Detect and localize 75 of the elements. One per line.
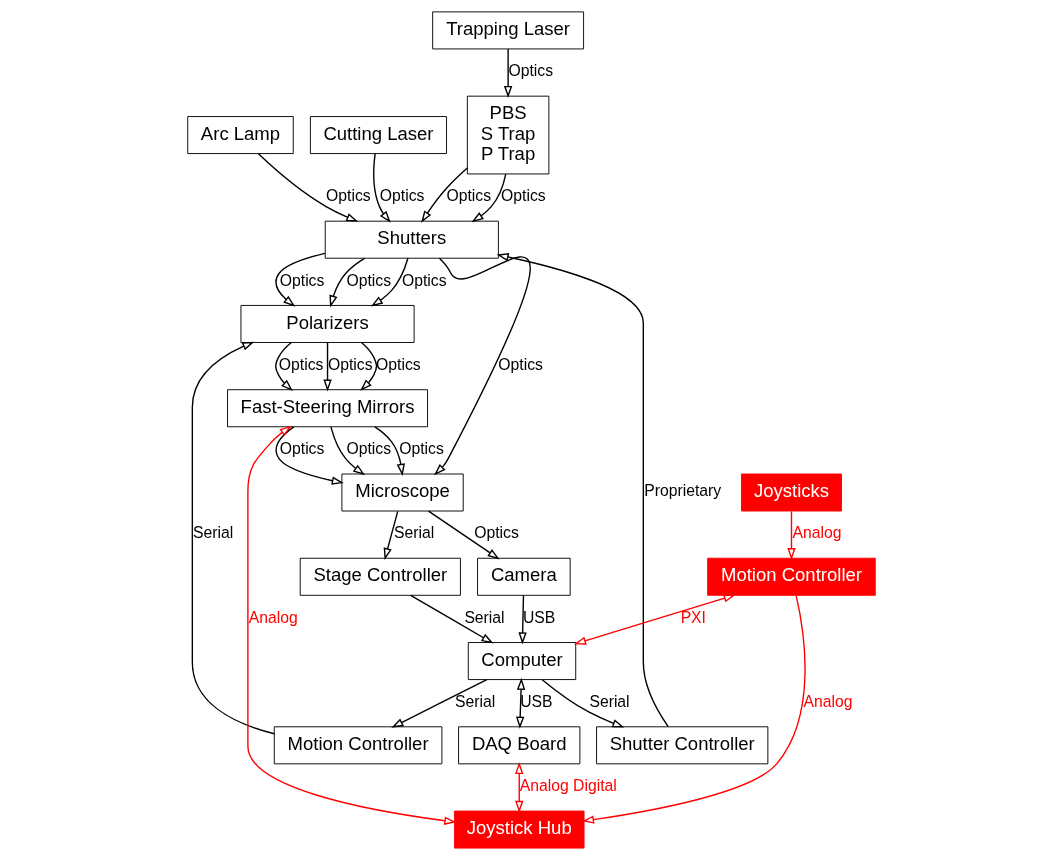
arrow (410, 594, 494, 644)
arrow (374, 426, 406, 476)
edge-label: Optics (379, 187, 425, 205)
edge-label: Optics (474, 524, 519, 542)
node-box: DAQ Board (458, 726, 581, 765)
edge-label: Optics (346, 271, 392, 289)
edge-label: Serial (455, 692, 496, 710)
edge-label: Analog (792, 524, 842, 542)
arrow (257, 153, 359, 222)
arrow (496, 252, 669, 728)
node-box: Polarizers (240, 305, 415, 343)
node-box: Cutting Laser (309, 116, 447, 155)
edge-label: Analog Digital (519, 777, 617, 795)
arrow (574, 594, 736, 645)
node-box: Stage Controller (299, 557, 461, 596)
node-box: Fast-Steering Mirrors (227, 389, 428, 428)
edge-label: Optics (501, 187, 546, 205)
arrow (275, 252, 326, 307)
arrow (370, 257, 409, 307)
edge-label: Optics (278, 355, 324, 373)
arrow (518, 594, 527, 645)
edge-label: USB (522, 608, 556, 626)
edge-label: Optics (279, 440, 325, 458)
edge-label: USB (520, 692, 553, 710)
node-box: Trapping Laser (432, 11, 585, 50)
arrow (503, 48, 513, 98)
arrow (515, 762, 524, 813)
node-box: PBS S Trap P Trap (466, 95, 550, 175)
edge-label: Optics (498, 355, 543, 373)
arrow (360, 342, 378, 391)
arrow (275, 341, 293, 392)
node-box: Arc Lamp (187, 116, 294, 155)
arrow (247, 425, 457, 825)
node-box: Motion Controller (707, 557, 876, 596)
arrow (323, 342, 332, 392)
node-box: Joysticks (741, 473, 842, 512)
arrow (421, 167, 468, 223)
edge-label: Serial (394, 524, 435, 542)
arrow (582, 594, 806, 824)
arrow (391, 678, 488, 728)
edge-label: Optics (279, 271, 325, 289)
node-box: Camera (477, 557, 571, 596)
edge-label: Optics (326, 187, 371, 205)
arrow (191, 341, 275, 735)
edge-label: Optics (508, 62, 554, 80)
node-box: Joystick Hub (453, 810, 585, 849)
node-box: Shutter Controller (596, 726, 769, 765)
arrow (383, 510, 399, 561)
edge-label: Serial (193, 524, 234, 542)
node-box: Motion Controller (273, 726, 443, 765)
node-box: Computer (467, 642, 577, 681)
node-box: Microscope (341, 473, 464, 512)
arrow (471, 173, 507, 223)
arrow (329, 257, 366, 308)
edge-label: PXI (680, 608, 707, 626)
edge-label: Analog (248, 608, 298, 626)
edge-label: Proprietary (644, 482, 722, 500)
arrow (275, 426, 344, 485)
edge-label: Serial (589, 692, 630, 710)
edge-label: Optics (399, 440, 444, 458)
edge-label: Serial (464, 608, 505, 626)
edge-label: Optics (402, 271, 447, 289)
edge-label: Optics (446, 187, 492, 205)
arrow (541, 679, 625, 728)
arrow (787, 510, 796, 561)
edge-label: Analog (803, 692, 853, 710)
arrow (330, 426, 366, 476)
arrow (373, 153, 391, 223)
edge-label: Optics (376, 355, 421, 373)
edge-label: Optics (327, 355, 373, 373)
arrow (434, 256, 531, 476)
arrow (515, 677, 526, 729)
edge-label: Optics (346, 440, 392, 458)
node-box: Shutters (324, 220, 499, 259)
arrow (427, 510, 500, 560)
